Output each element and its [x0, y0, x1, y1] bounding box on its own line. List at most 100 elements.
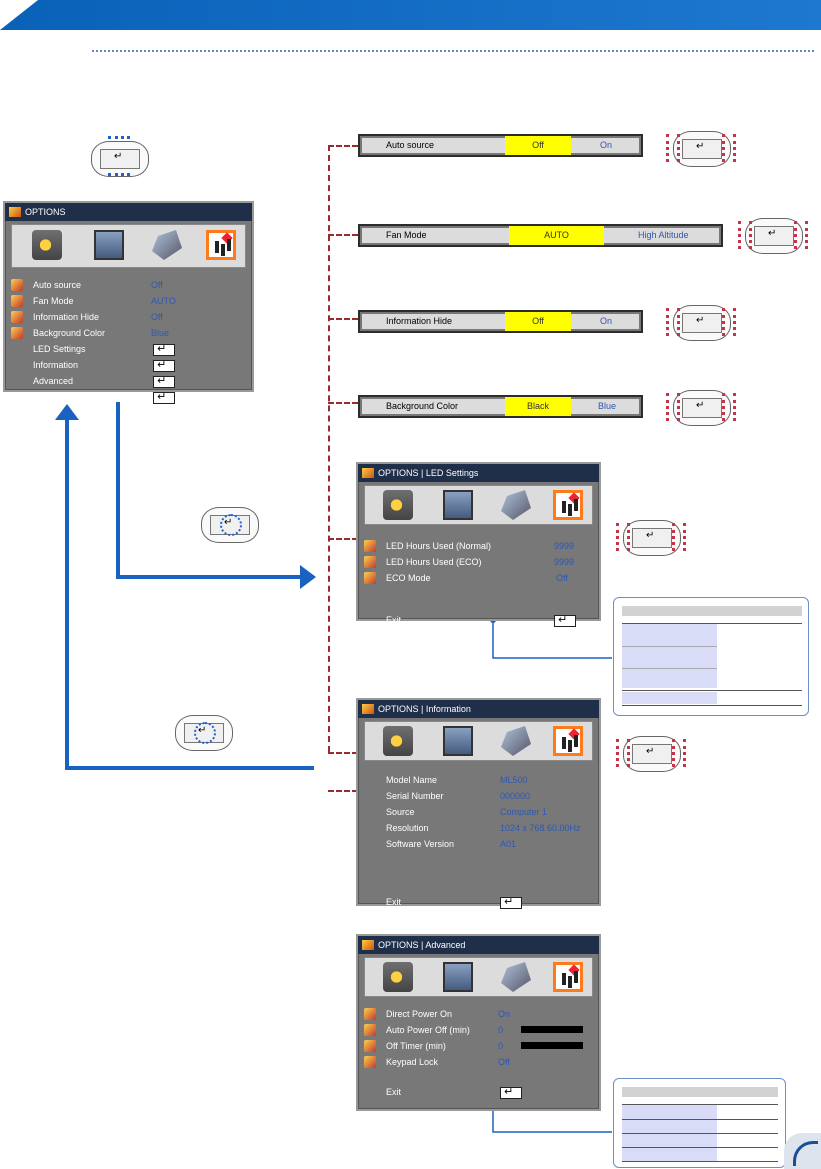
page-corner-logo [784, 1133, 821, 1169]
keypad-enter-icon [170, 712, 236, 752]
timer-icon [364, 1024, 376, 1036]
menu-item-auto-power-off[interactable]: Auto Power Off (min)0 [358, 1022, 599, 1038]
auto-source-bar[interactable]: Auto source Off On [358, 134, 643, 157]
info-icon [11, 311, 23, 323]
off-timer-slider[interactable] [521, 1042, 583, 1049]
menu-title: OPTIONS [25, 207, 66, 217]
lock-icon [364, 1056, 376, 1068]
setup-tab-icon[interactable] [501, 962, 531, 992]
menu-logo-icon [362, 704, 374, 714]
enter-icon [153, 389, 175, 405]
keypad-leftright-icon [738, 215, 808, 255]
menu-item-exit[interactable]: Exit [358, 1084, 599, 1100]
menu-item-exit[interactable]: Exit [358, 894, 599, 910]
display-tab-icon[interactable] [443, 726, 473, 756]
menu-item-advanced[interactable]: Advanced [5, 373, 252, 389]
timer-icon [364, 1040, 376, 1052]
menu-title-bar: OPTIONS [5, 203, 252, 221]
background-icon [11, 327, 23, 339]
eco-mode-table [613, 597, 809, 716]
options-tab-icon[interactable] [206, 230, 236, 260]
eco-mode-icon [364, 572, 376, 584]
enter-icon [554, 612, 576, 628]
image-tab-icon[interactable] [383, 490, 413, 520]
keypad-leftright-icon [666, 128, 736, 168]
auto-power-off-slider[interactable] [521, 1026, 583, 1033]
menu-item-led-hours-eco: LED Hours Used (ECO)9999 [358, 554, 599, 570]
connector-branch [328, 538, 358, 540]
menu-item-led-hours-normal: LED Hours Used (Normal)9999 [358, 538, 599, 554]
menu-title: OPTIONS | LED Settings [378, 468, 479, 478]
image-tab-icon[interactable] [383, 962, 413, 992]
menu-tabs [11, 224, 246, 268]
connector-branch [328, 234, 358, 236]
keypad-leftright-icon [616, 517, 686, 557]
menu-tabs [364, 957, 593, 997]
led-hours-icon [364, 556, 376, 568]
fan-icon [11, 295, 23, 307]
menu-item-information[interactable]: Information [5, 357, 252, 373]
keypad-updown-icon [86, 136, 152, 178]
keypad-leftright-icon [666, 387, 736, 427]
menu-item-off-timer[interactable]: Off Timer (min)0 [358, 1038, 599, 1054]
led-settings-menu: OPTIONS | LED Settings LED Hours Used (N… [356, 462, 601, 628]
enter-icon [500, 894, 522, 910]
enter-icon [153, 373, 175, 389]
flow-connector-line [328, 145, 330, 752]
power-icon [364, 1008, 376, 1020]
menu-tabs [364, 721, 593, 761]
options-tab-icon[interactable] [553, 962, 583, 992]
connector-branch [328, 145, 358, 147]
connector-branch [328, 790, 358, 792]
connector-branch [328, 318, 358, 320]
led-hours-icon [364, 540, 376, 552]
enter-icon [153, 357, 175, 373]
options-tab-icon[interactable] [553, 490, 583, 520]
auto-source-icon [11, 279, 23, 291]
menu-tabs [364, 485, 593, 525]
connector-branch [328, 752, 358, 754]
menu-item-factory-default[interactable]: Factory Default [5, 389, 252, 405]
menu-title: OPTIONS | Advanced [378, 940, 466, 950]
information-hide-bar[interactable]: Information Hide Off On [358, 310, 643, 333]
menu-logo-icon [9, 207, 21, 217]
keypad-leftright-icon [616, 733, 686, 773]
setup-tab-icon[interactable] [501, 490, 531, 520]
background-color-bar[interactable]: Background Color Black Blue [358, 395, 643, 418]
keypad-enter-icon [196, 504, 262, 544]
display-tab-icon[interactable] [443, 962, 473, 992]
image-tab-icon[interactable] [32, 230, 62, 260]
header-banner [0, 0, 821, 30]
menu-logo-icon [362, 468, 374, 478]
advanced-table [613, 1078, 786, 1168]
connector-branch [328, 402, 358, 404]
setup-tab-icon[interactable] [501, 726, 531, 756]
menu-item-led-settings[interactable]: LED Settings [5, 341, 252, 357]
menu-logo-icon [362, 940, 374, 950]
header-dotted-rule [92, 50, 814, 52]
image-tab-icon[interactable] [383, 726, 413, 756]
display-tab-icon[interactable] [443, 490, 473, 520]
options-tab-icon[interactable] [553, 726, 583, 756]
menu-item-exit[interactable]: Exit [358, 612, 599, 628]
fan-mode-bar[interactable]: Fan Mode AUTO High Altitude [358, 224, 723, 247]
menu-title: OPTIONS | Information [378, 704, 471, 714]
enter-icon [500, 1084, 522, 1100]
keypad-leftright-icon [666, 302, 736, 342]
display-tab-icon[interactable] [94, 230, 124, 260]
